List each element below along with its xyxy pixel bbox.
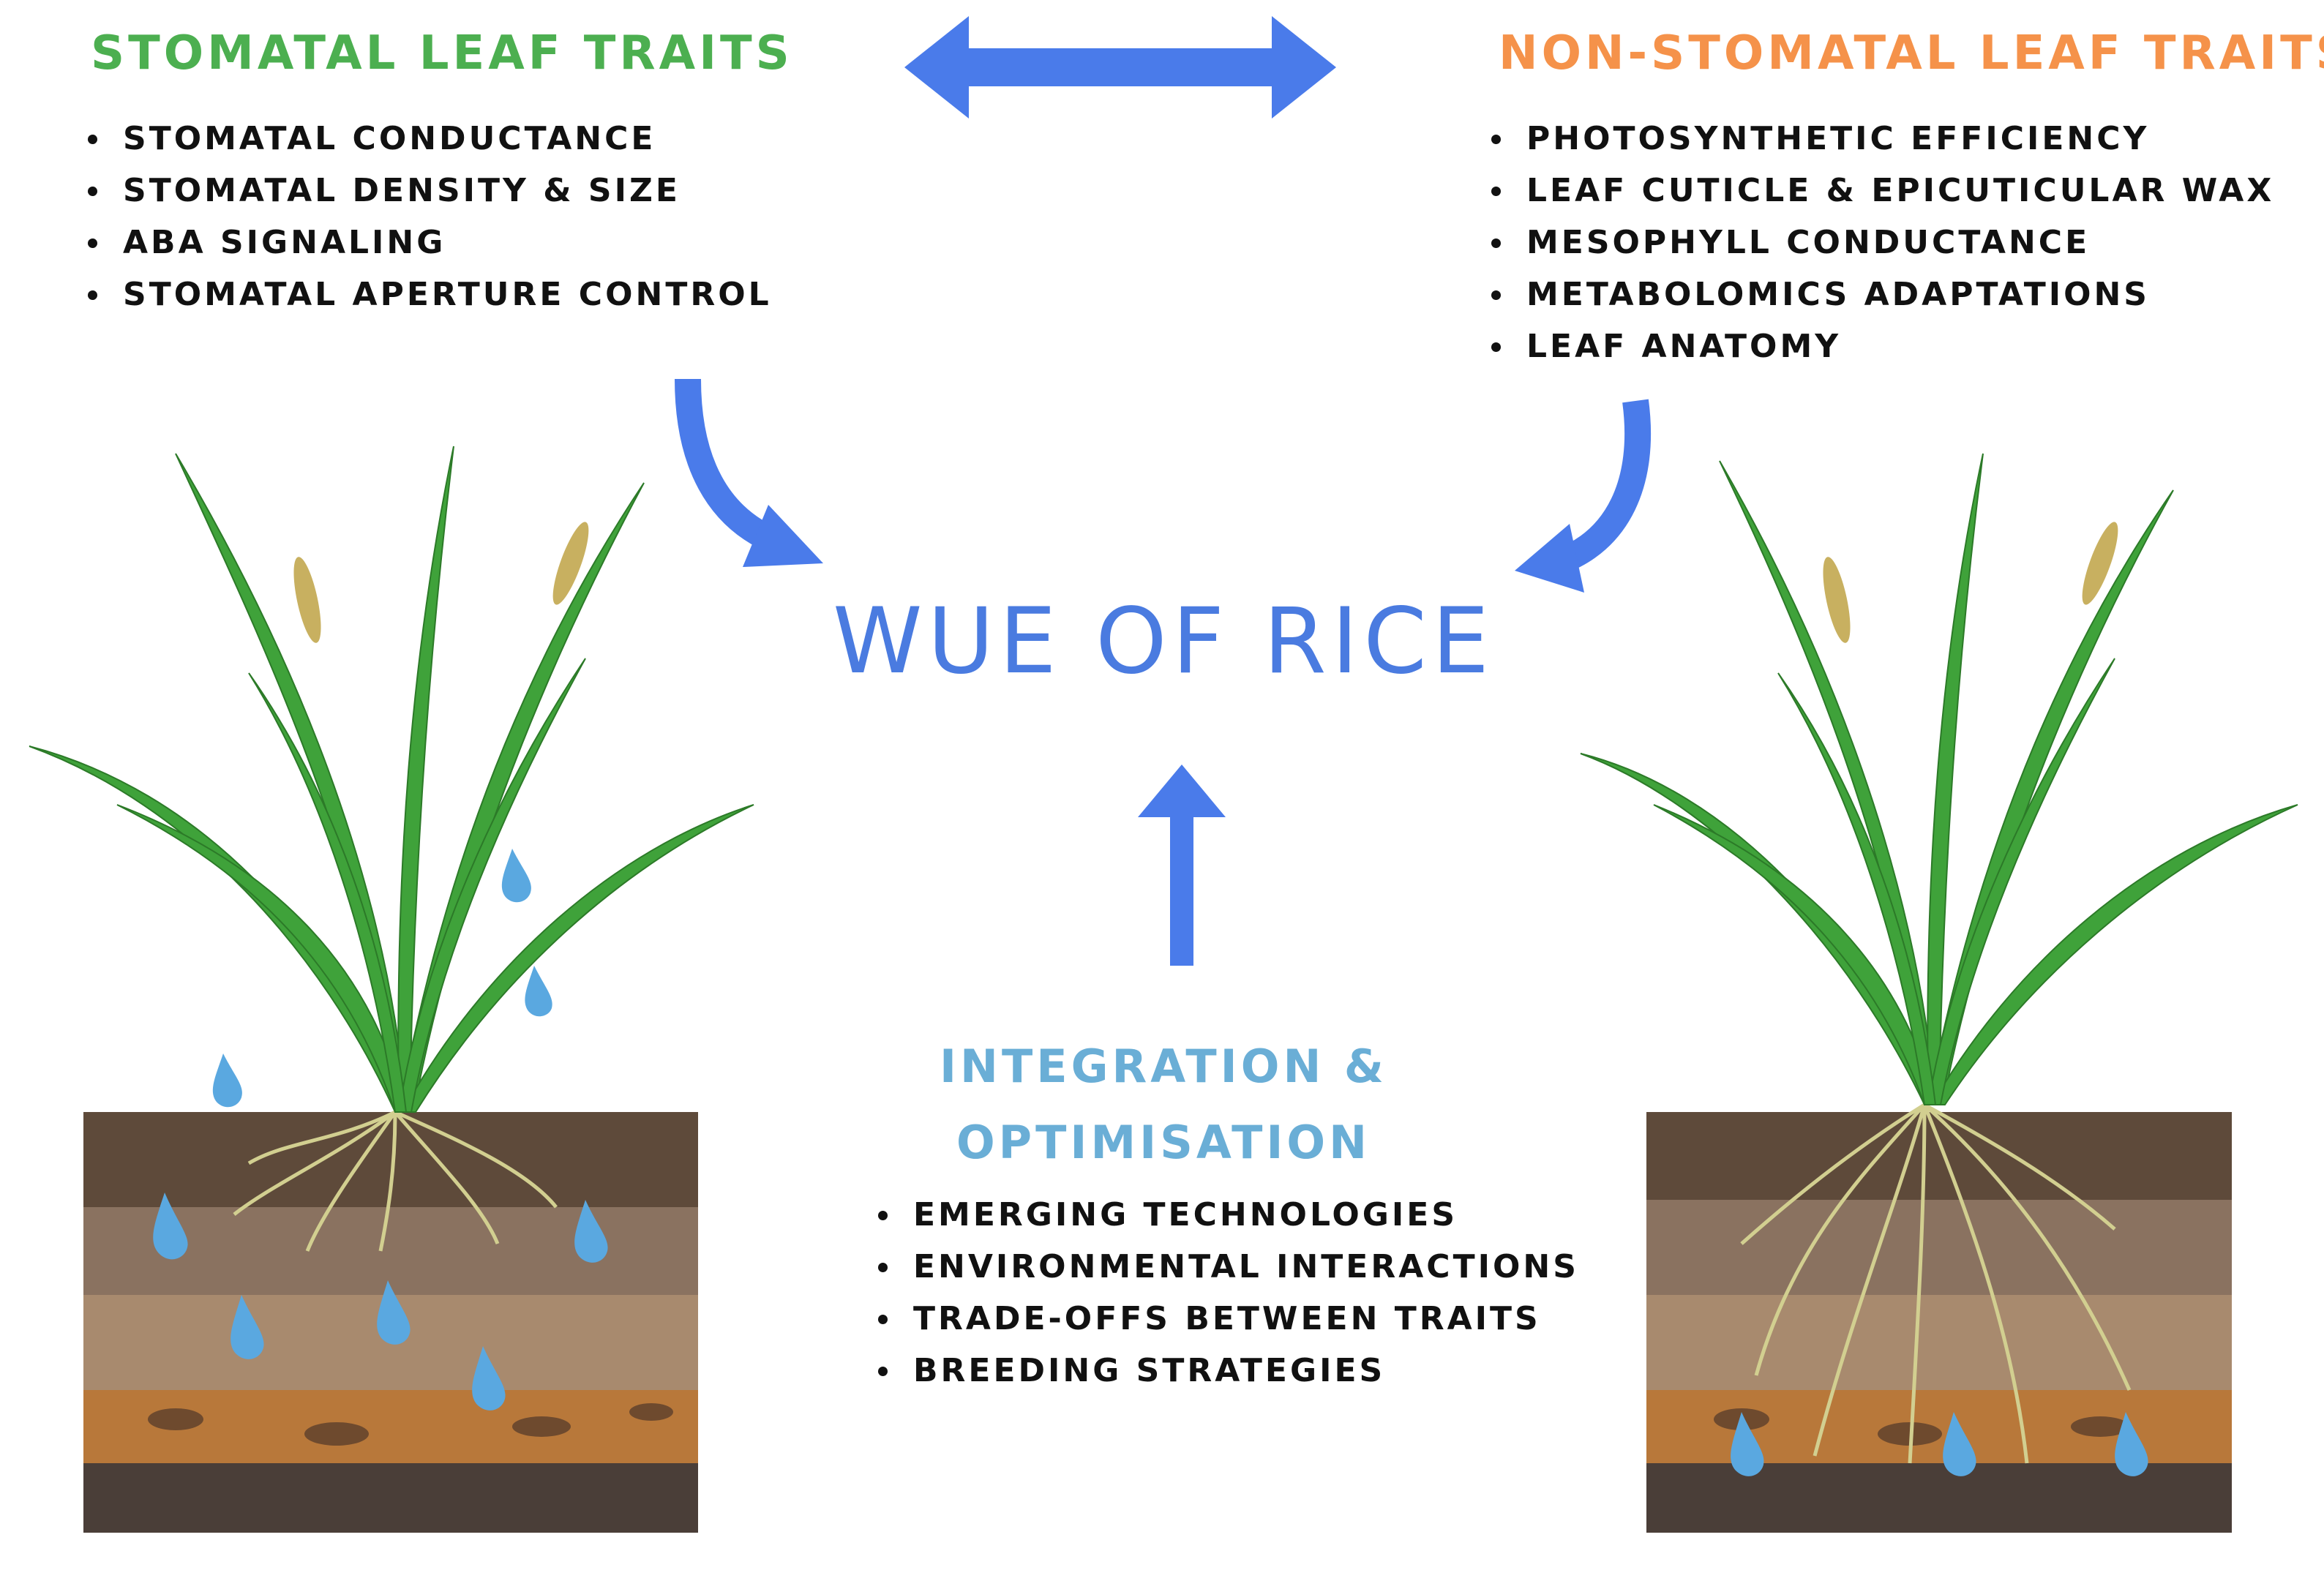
list-item: BREEDING STRATEGIES [872, 1345, 1579, 1397]
panicles [293, 522, 589, 643]
list-item: LEAF CUTICLE & EPICUTICULAR WAX [1485, 165, 2274, 217]
list-item: STOMATAL CONDUCTANCE [82, 113, 772, 165]
integration-title-line-1: INTEGRATION & [939, 1040, 1387, 1093]
leaves [29, 446, 754, 1113]
rice-plant-dry-soil-illustration [1580, 453, 2298, 1533]
stomatal-traits-list: STOMATAL CONDUCTANCE STOMATAL DENSITY & … [82, 113, 772, 320]
double-arrow-icon [904, 16, 1336, 119]
leaves [1580, 453, 2298, 1105]
list-item: METABOLOMICS ADAPTATIONS [1485, 268, 2274, 320]
integration-title-line-2: OPTIMISATION [956, 1116, 1371, 1169]
list-item: PHOTOSYNTHETIC EFFICIENCY [1485, 113, 2274, 165]
up-arrow-icon [1138, 765, 1226, 966]
list-item: MESOPHYLL CONDUCTANCE [1485, 217, 2274, 268]
curved-arrow-right-icon [1515, 399, 1652, 593]
integration-list: EMERGING TECHNOLOGIES ENVIRONMENTAL INTE… [872, 1189, 1579, 1397]
non-stomatal-traits-list: PHOTOSYNTHETIC EFFICIENCY LEAF CUTICLE &… [1485, 113, 2274, 372]
list-item: STOMATAL APERTURE CONTROL [82, 268, 772, 320]
list-item: STOMATAL DENSITY & SIZE [82, 165, 772, 217]
water-drop-icons [1731, 1412, 2148, 1476]
list-item: EMERGING TECHNOLOGIES [872, 1189, 1579, 1241]
list-item: LEAF ANATOMY [1485, 320, 2274, 372]
roots [233, 1110, 558, 1252]
curved-arrow-left-icon [675, 378, 823, 567]
non-stomatal-traits-title: NON-STOMATAL LEAF TRAITS [1499, 26, 2324, 80]
stomatal-traits-title: STOMATAL LEAF TRAITS [91, 26, 793, 80]
list-item: ABA SIGNALING [82, 217, 772, 268]
list-item: ENVIRONMENTAL INTERACTIONS [872, 1241, 1579, 1293]
center-title: WUE OF RICE [833, 589, 1495, 694]
water-drop-icons [153, 849, 608, 1411]
roots [1740, 1103, 2132, 1464]
soil-block [1646, 1112, 2232, 1533]
integration-title: INTEGRATION & OPTIMISATION [871, 1029, 1456, 1181]
rice-plant-wet-soil-illustration [29, 446, 754, 1533]
panicles [1823, 522, 2118, 643]
list-item: TRADE-OFFS BETWEEN TRAITS [872, 1293, 1579, 1345]
